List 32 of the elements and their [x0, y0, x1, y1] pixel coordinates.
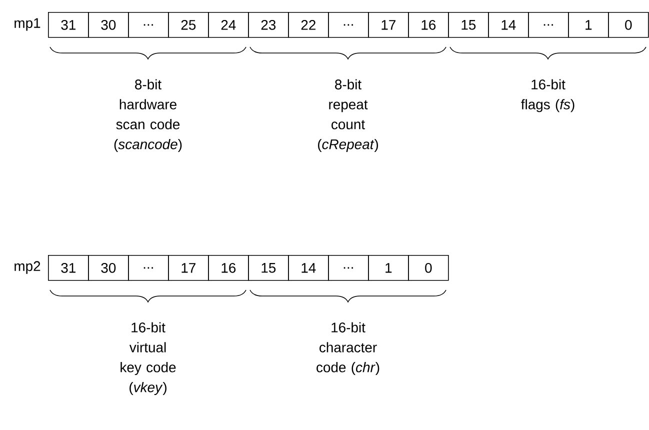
field-description: 16-bit flags (fs)	[521, 79, 574, 112]
bit-cell: 16	[408, 12, 449, 38]
bit-cell: 15	[448, 12, 489, 38]
bit-cell: 30	[88, 12, 129, 38]
bit-cell: 17	[168, 255, 209, 281]
bit-cell: 17	[368, 12, 409, 38]
field-description: 8-bit repeat count (cRepeat)	[318, 79, 378, 152]
bit-cell: 14	[488, 12, 529, 38]
bit-cell: 15	[248, 255, 289, 281]
bit-cell: 1	[368, 255, 409, 281]
bit-cell: ...	[328, 255, 369, 281]
bit-cell: 1	[568, 12, 609, 38]
bit-cell: 0	[408, 255, 449, 281]
bit-cell: 22	[288, 12, 329, 38]
bit-cell: 30	[88, 255, 129, 281]
field-description: 8-bit hardware scan code (scancode)	[114, 79, 182, 152]
bit-cell: 24	[208, 12, 249, 38]
bit-cell: 16	[208, 255, 249, 281]
bit-cell: ...	[128, 12, 169, 38]
register-name: mp1	[14, 18, 40, 31]
field-description: 16-bit virtual key code (vkey)	[120, 322, 176, 395]
bit-cell: 23	[248, 12, 289, 38]
bit-cell: 31	[48, 12, 89, 38]
bit-cell: 0	[608, 12, 649, 38]
field-description: 16-bit character code (chr)	[316, 322, 380, 376]
bit-cell: ...	[128, 255, 169, 281]
bit-cell: ...	[328, 12, 369, 38]
bit-cell: 25	[168, 12, 209, 38]
register-name: mp2	[14, 261, 40, 274]
bit-cell: ...	[528, 12, 569, 38]
bit-cell: 14	[288, 255, 329, 281]
bit-cell: 31	[48, 255, 89, 281]
